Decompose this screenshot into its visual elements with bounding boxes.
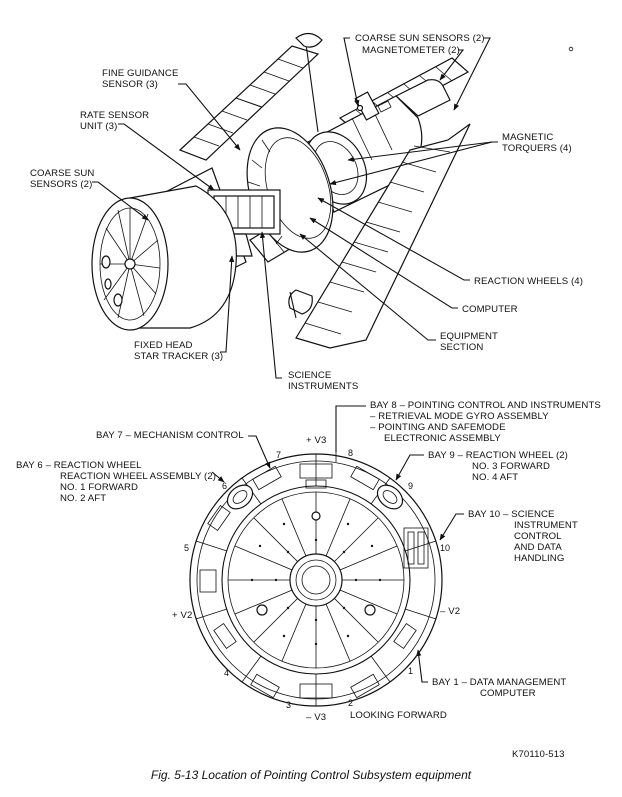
- top-callout-lines: [92, 37, 498, 379]
- solar-array-lower: [295, 123, 471, 349]
- bay-separators: [195, 454, 437, 706]
- label-bay1-1: BAY 1 – DATA MANAGEMENT: [432, 677, 566, 688]
- bay-equipment: [199, 463, 429, 699]
- bay-number-2: 2: [348, 698, 353, 708]
- bay-numbers: 1 2 3 4 5 6 7 8 9 10: [184, 448, 450, 710]
- label-rate-sensor-2: UNIT (3): [80, 121, 117, 132]
- label-bay10-5: HANDLING: [514, 553, 564, 564]
- bay-number-8: 8: [348, 448, 353, 458]
- figure-caption: Fig. 5-13 Location of Pointing Control S…: [150, 768, 472, 782]
- label-looking-forward: LOOKING FORWARD: [350, 710, 447, 721]
- central-aperture: [289, 553, 343, 607]
- label-bay7: BAY 7 – MECHANISM CONTROL: [96, 430, 244, 441]
- label-bay1-2: COMPUTER: [480, 688, 536, 699]
- label-bay8-1: BAY 8 – POINTING CONTROL AND INSTRUMENTS: [370, 400, 601, 411]
- bay-number-10: 10: [440, 543, 450, 553]
- label-bay8-3: – POINTING AND SAFEMODE: [370, 422, 506, 433]
- label-bay10-1: BAY 10 – SCIENCE: [468, 509, 555, 520]
- label-computer: COMPUTER: [462, 304, 518, 315]
- label-bay6-2: REACTION WHEEL ASSEMBLY (2): [60, 471, 216, 482]
- label-magnetic-torquers-1: MAGNETIC: [502, 132, 553, 143]
- bay-number-5: 5: [184, 543, 189, 553]
- axis-minus-v3: – V3: [306, 712, 326, 723]
- label-equipment-section-1: EQUIPMENT: [440, 331, 498, 342]
- antenna-mast: [289, 32, 323, 319]
- label-coarse-sun-left-1: COARSE SUN: [30, 168, 94, 179]
- telescope-illustration: COARSE SUN SENSORS (2) MAGNETOMETER (2) …: [30, 32, 583, 392]
- reaction-wheel-assemblies: [226, 484, 404, 510]
- label-science-instruments-2: INSTRUMENTS: [288, 381, 358, 392]
- label-coarse-sun-left-2: SENSORS (2): [30, 179, 92, 190]
- label-magnetic-torquers-2: TORQUERS (4): [502, 143, 572, 154]
- label-bay10-2: INSTRUMENT: [514, 520, 578, 531]
- label-bay8-4: ELECTRONIC ASSEMBLY: [384, 433, 501, 444]
- label-bay10-4: AND DATA: [514, 542, 562, 553]
- top-labels: COARSE SUN SENSORS (2) MAGNETOMETER (2) …: [30, 33, 583, 392]
- label-fixed-head-1: FIXED HEAD: [134, 340, 193, 351]
- axis-plus-v2: + V2: [172, 610, 192, 621]
- label-bay6-4: NO. 2 AFT: [60, 493, 106, 504]
- figure-id: K70110-513: [512, 749, 565, 760]
- bay-number-4: 4: [224, 668, 229, 678]
- aft-bulkhead: [91, 185, 237, 331]
- bay-number-6: 6: [222, 481, 227, 491]
- label-coarse-sun-sensors-top: COARSE SUN SENSORS (2): [355, 33, 485, 44]
- label-fixed-head-2: STAR TRACKER (3): [134, 351, 223, 362]
- label-rate-sensor-1: RATE SENSOR: [80, 110, 149, 121]
- label-fine-guidance-2: SENSOR (3): [102, 79, 158, 90]
- label-reaction-wheels: REACTION WHEELS (4): [474, 276, 583, 287]
- axis-plus-v3: + V3: [306, 435, 326, 446]
- bay-number-9: 9: [408, 481, 413, 491]
- bay-number-3: 3: [286, 700, 291, 710]
- label-bay10-3: CONTROL: [514, 531, 562, 542]
- label-science-instruments-1: SCIENCE: [288, 370, 331, 381]
- label-equipment-section-2: SECTION: [440, 342, 483, 353]
- solar-array-upper: [178, 45, 320, 161]
- axis-minus-v2: – V2: [440, 606, 460, 617]
- bottom-callout-lines: [211, 405, 464, 683]
- label-bay9-1: BAY 9 – REACTION WHEEL (2): [428, 450, 568, 461]
- bay-labels: BAY 8 – POINTING CONTROL AND INSTRUMENTS…: [16, 400, 601, 699]
- label-bay6-1: BAY 6 – REACTION WHEEL: [16, 460, 142, 471]
- label-fine-guidance-1: FINE GUIDANCE: [102, 68, 178, 79]
- label-bay9-2: NO. 3 FORWARD: [472, 461, 550, 472]
- bay-number-7: 7: [276, 450, 281, 460]
- label-bay6-3: NO. 1 FORWARD: [60, 482, 138, 493]
- label-bay9-3: NO. 4 AFT: [472, 472, 518, 483]
- bay-number-1: 1: [408, 666, 413, 676]
- label-magnetometer: MAGNETOMETER (2): [362, 45, 460, 56]
- cross-section-diagram: 1 2 3 4 5 6 7 8 9 10 + V3 – V3 + V2 – V2…: [16, 400, 601, 760]
- registration-mark: [568, 46, 574, 52]
- label-bay8-2: – RETRIEVAL MODE GYRO ASSEMBLY: [370, 411, 549, 422]
